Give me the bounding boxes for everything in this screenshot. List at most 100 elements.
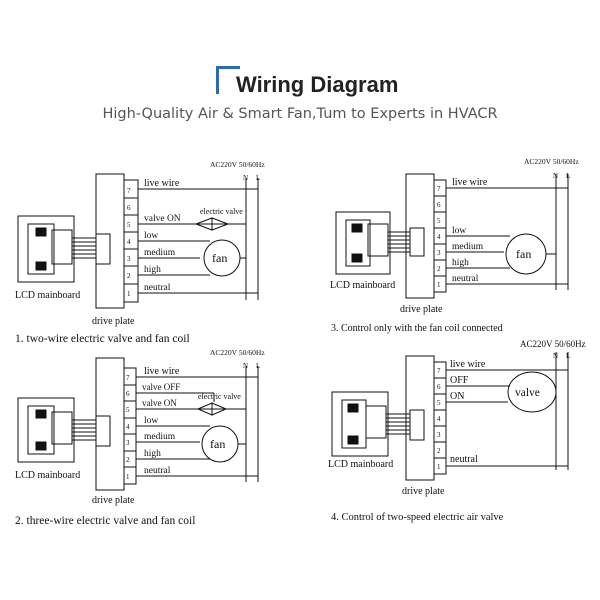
lcd-chip-1a (35, 227, 47, 237)
terminal-6-label-3: 6 (437, 201, 441, 209)
low-label-2: low (144, 416, 158, 426)
diagram-1-labels: AC220V 50/60Hz N L 7 6 5 4 3 2 1 live wi… (15, 160, 265, 345)
off-label-4: OFF (450, 375, 469, 386)
valve-label-2: electric valve (198, 392, 241, 401)
lcd-mainboard-1 (17, 215, 75, 283)
valve-label-1: electric valve (200, 207, 243, 216)
power-label-4: AC220V 50/60Hz (520, 339, 586, 349)
low-label-1: low (144, 231, 158, 241)
plate-connector-1 (95, 233, 111, 265)
power-label-2: AC220V 50/60Hz (210, 348, 265, 357)
caption-2: 2. three-wire electric valve and fan coi… (15, 515, 195, 527)
low-label-3: low (452, 226, 466, 236)
on-label-4: ON (450, 391, 464, 402)
terminal-1-label-2: 1 (126, 473, 130, 481)
terminal-5-label-2: 5 (126, 406, 130, 414)
lcd-label-3: LCD mainboard (330, 280, 395, 291)
power-label-1: AC220V 50/60Hz (210, 160, 265, 169)
lcd-chip-3a (351, 223, 363, 233)
fan-label-2: fan (210, 437, 225, 451)
diagram-4-labels: AC220V 50/60Hz N L 7 6 5 4 3 2 1 live wi… (328, 339, 586, 523)
lcd-mainboard-2 (17, 397, 75, 463)
valve-circle-4 (507, 371, 557, 413)
n-label-1: N (243, 174, 248, 182)
title-bracket-icon (216, 66, 240, 94)
live-wire-label-1: live wire (144, 178, 180, 189)
valve-on-label-2: valve ON (142, 398, 177, 408)
terminal-7-label-3: 7 (437, 185, 441, 193)
fan-label-3: fan (516, 247, 531, 261)
terminal-1-label-4: 1 (437, 463, 441, 471)
terminal-dividers-1 (124, 197, 138, 285)
page-title: Wiring Diagram (236, 72, 399, 97)
valve-device-label-4: valve (515, 387, 540, 399)
lcd-chip-1b (35, 261, 47, 271)
neutral-label-4: neutral (450, 454, 478, 465)
ribbon-cable-3 (388, 231, 410, 253)
terminal-4-label-4: 4 (437, 415, 441, 423)
high-label-2: high (144, 449, 161, 459)
high-label-1: high (144, 265, 161, 275)
lcd-mainboard-4 (331, 391, 389, 457)
l-label-1: L (256, 174, 260, 182)
terminal-2-label-2: 2 (126, 456, 130, 464)
l-label-3: L (566, 172, 570, 180)
terminal-7-label-2: 7 (126, 374, 130, 382)
valve-symbol-2 (196, 402, 228, 416)
diagram-1 (17, 173, 259, 309)
terminal-7-label-1: 7 (127, 187, 131, 195)
terminal-3-label-1: 3 (127, 255, 131, 263)
terminal-1-label-3: 1 (437, 281, 441, 289)
page-subtitle: High-Quality Air & Smart Fan,Tum to Expe… (102, 106, 498, 122)
lcd-inner-2 (27, 405, 55, 455)
lcd-connector-3 (367, 223, 389, 257)
diagram-3 (335, 173, 569, 299)
l-label-4: L (566, 352, 570, 360)
drive-plate-label-4: drive plate (402, 486, 445, 497)
diagram-4 (331, 352, 569, 481)
live-wire-label-4: live wire (450, 359, 486, 370)
terminal-dividers-4 (434, 377, 446, 459)
fan-label-1: fan (212, 251, 227, 265)
plate-connector-2 (95, 415, 111, 447)
lcd-chip-2b (35, 441, 47, 451)
neutral-label-3: neutral (452, 274, 479, 284)
terminal-5-label-1: 5 (127, 221, 131, 229)
lcd-inner-3 (345, 219, 371, 267)
n-label-2: N (243, 362, 248, 370)
terminal-4-label-1: 4 (127, 238, 131, 246)
lcd-chip-2a (35, 409, 47, 419)
lcd-inner-1 (27, 223, 55, 275)
terminal-3-label-4: 3 (437, 431, 441, 439)
terminal-2-label-3: 2 (437, 265, 441, 273)
valve-symbol-1 (194, 217, 230, 231)
terminal-3-label-3: 3 (437, 249, 441, 257)
terminal-1-label-1: 1 (127, 290, 131, 298)
terminal-6-label-4: 6 (437, 383, 441, 391)
valve-off-label-2: valve OFF (142, 382, 180, 392)
terminal-2-label-1: 2 (127, 272, 131, 280)
lcd-label-4: LCD mainboard (328, 459, 393, 470)
l-label-2: L (256, 362, 260, 370)
live-wire-label-2: live wire (144, 366, 180, 377)
lcd-label-2: LCD mainboard (15, 470, 80, 481)
drive-plate-label-1: drive plate (92, 316, 135, 327)
valve-on-label-1: valve ON (144, 214, 181, 224)
lcd-connector-4 (365, 405, 387, 439)
medium-label-1: medium (144, 248, 176, 258)
live-wire-label-3: live wire (452, 177, 488, 188)
caption-1: 1. two-wire electric valve and fan coil (15, 333, 190, 345)
diagram-3-labels: AC220V 50/60Hz N L 7 6 5 4 3 2 1 live wi… (330, 157, 579, 334)
lcd-chip-4b (347, 435, 359, 445)
power-label-3: AC220V 50/60Hz (524, 157, 579, 166)
plate-connector-3 (409, 227, 425, 257)
medium-label-2: medium (144, 432, 176, 442)
lcd-connector-2 (51, 411, 73, 445)
title-block: Wiring Diagram (216, 66, 398, 102)
medium-label-3: medium (452, 242, 484, 252)
lcd-chip-3b (351, 253, 363, 263)
neutral-label-2: neutral (144, 466, 171, 476)
terminal-dividers-3 (434, 195, 446, 277)
ribbon-cable-1 (72, 237, 96, 259)
